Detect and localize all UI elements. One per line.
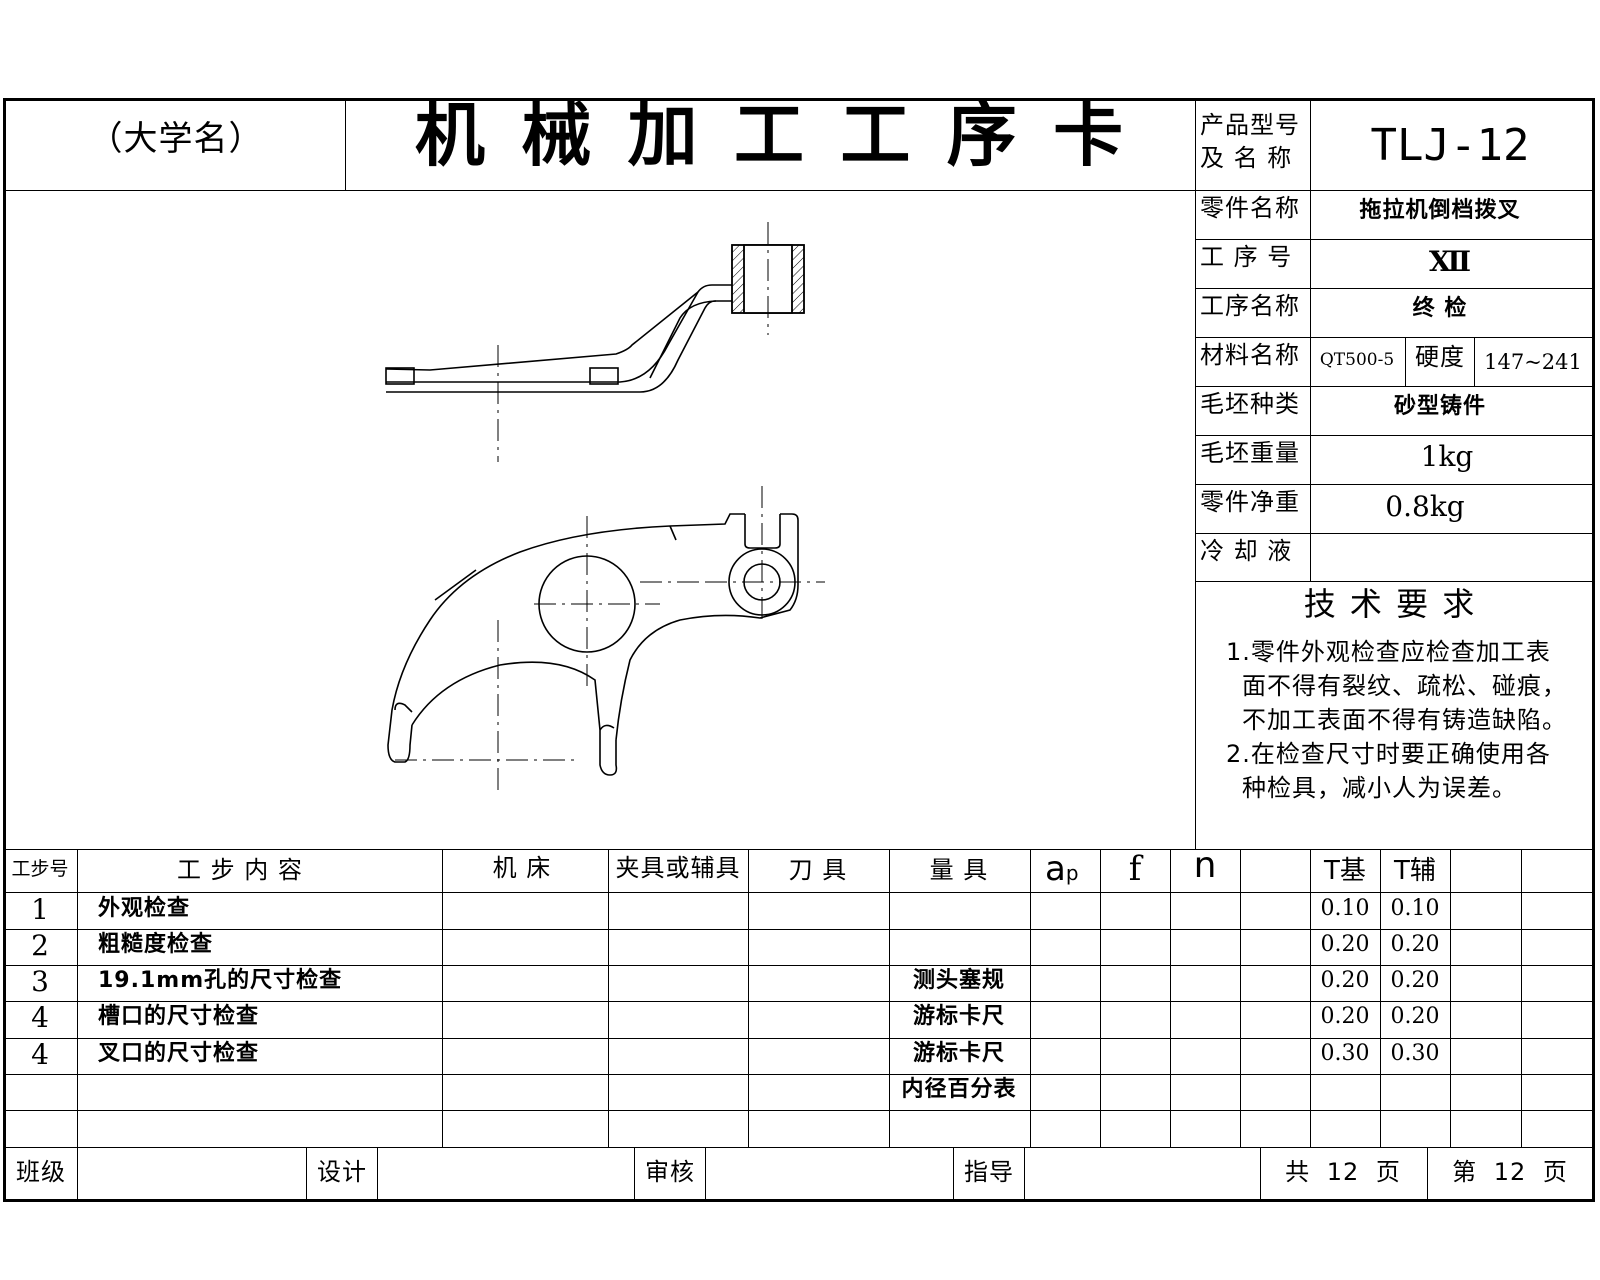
header-content: 工 步 内 容 [177, 856, 303, 884]
requirement-line: 面不得有裂纹、疏松、碰痕， [1242, 672, 1567, 700]
requirements-title: 技 术 要 求 [1303, 585, 1477, 623]
process-card [3, 98, 1595, 1202]
footer-review-label: 审核 [645, 1158, 695, 1186]
header-fixture: 夹具或辅具 [615, 854, 741, 882]
header-gauge: 量 具 [929, 856, 989, 884]
step-gauge: 内径百分表 [901, 1077, 1017, 1102]
header-machine: 机 床 [492, 854, 552, 882]
footer-class-label: 班级 [16, 1158, 66, 1186]
step-content: 槽口的尺寸检查 [98, 1004, 260, 1029]
coolant-label: 冷 却 液 [1200, 537, 1293, 565]
top-view [385, 244, 805, 393]
step-t-base: 0.20 [1320, 1004, 1370, 1029]
step-t-aux: 0.10 [1390, 896, 1440, 921]
footer-total-pages: 共 12 页 [1285, 1158, 1401, 1186]
step-t-base: 0.20 [1320, 932, 1370, 957]
step-t-base: 0.20 [1320, 968, 1370, 993]
requirement-line: 1.零件外观检查应检查加工表 [1226, 638, 1551, 666]
step-number: 2 [31, 929, 49, 962]
footer-page-no: 第 12 页 [1452, 1158, 1568, 1186]
step-gauge: 游标卡尺 [912, 1041, 1006, 1066]
hardness-value: 147~241 [1484, 350, 1582, 374]
process-no-value: Ⅻ [1428, 245, 1472, 278]
footer-guide-label: 指导 [964, 1158, 1014, 1186]
step-content: 粗糙度检查 [98, 932, 214, 957]
step-number: 3 [31, 965, 49, 998]
step-t-base: 0.30 [1320, 1041, 1370, 1066]
blank-type-value: 砂型铸件 [1393, 394, 1487, 419]
material-label: 材料名称 [1200, 341, 1300, 369]
step-t-aux: 0.20 [1390, 932, 1440, 957]
header-t-aux: T辅 [1394, 856, 1436, 886]
part-name-value: 拖拉机倒档拨叉 [1359, 198, 1521, 223]
product-model-label-1: 产品型号 [1200, 111, 1300, 139]
product-model-value: TLJ-12 [1370, 120, 1530, 171]
header-step-no: 工步号 [11, 858, 69, 880]
net-weight-value: 0.8kg [1385, 490, 1465, 523]
process-name-value: 终 检 [1412, 296, 1468, 321]
header-n: n [1193, 845, 1217, 886]
material-value: QT500-5 [1319, 350, 1395, 370]
part-name-label: 零件名称 [1200, 194, 1300, 222]
step-t-base: 0.10 [1320, 896, 1370, 921]
requirement-line: 不加工表面不得有铸造缺陷。 [1242, 706, 1567, 734]
step-t-aux: 0.20 [1390, 1004, 1440, 1029]
requirement-line: 种检具，减小人为误差。 [1242, 774, 1517, 802]
product-model-label-2: 及 名 称 [1200, 144, 1293, 172]
step-content: 外观检查 [98, 896, 191, 921]
step-t-aux: 0.20 [1390, 968, 1440, 993]
step-content: 叉口的尺寸检查 [98, 1041, 260, 1066]
step-number: 4 [31, 1001, 49, 1034]
header-tool: 刀 具 [788, 856, 848, 884]
card-title: 机 械 加 工 工 序 卡 [414, 94, 1130, 176]
net-weight-label: 零件净重 [1200, 488, 1300, 516]
header-f: f [1128, 849, 1142, 889]
step-gauge: 测头塞规 [912, 968, 1006, 993]
step-number: 1 [31, 893, 49, 926]
step-number: 4 [31, 1038, 49, 1071]
process-no-label: 工 序 号 [1200, 243, 1293, 271]
process-name-label: 工序名称 [1200, 292, 1300, 320]
step-gauge: 游标卡尺 [912, 1004, 1006, 1029]
step-t-aux: 0.30 [1390, 1041, 1440, 1066]
university-name: （大学名） [88, 119, 264, 159]
blank-weight-value: 1kg [1420, 440, 1474, 473]
step-content: 19.1mm孔的尺寸检查 [98, 968, 343, 993]
hardness-label: 硬度 [1415, 343, 1465, 371]
header-ap: ap [1045, 849, 1079, 889]
requirement-line: 2.在检查尺寸时要正确使用各 [1226, 740, 1551, 768]
footer-design-label: 设计 [317, 1158, 367, 1186]
blank-weight-label: 毛坯重量 [1200, 439, 1300, 467]
blank-type-label: 毛坯种类 [1200, 390, 1300, 418]
header-t-base: T基 [1324, 856, 1366, 886]
front-view [387, 513, 799, 776]
